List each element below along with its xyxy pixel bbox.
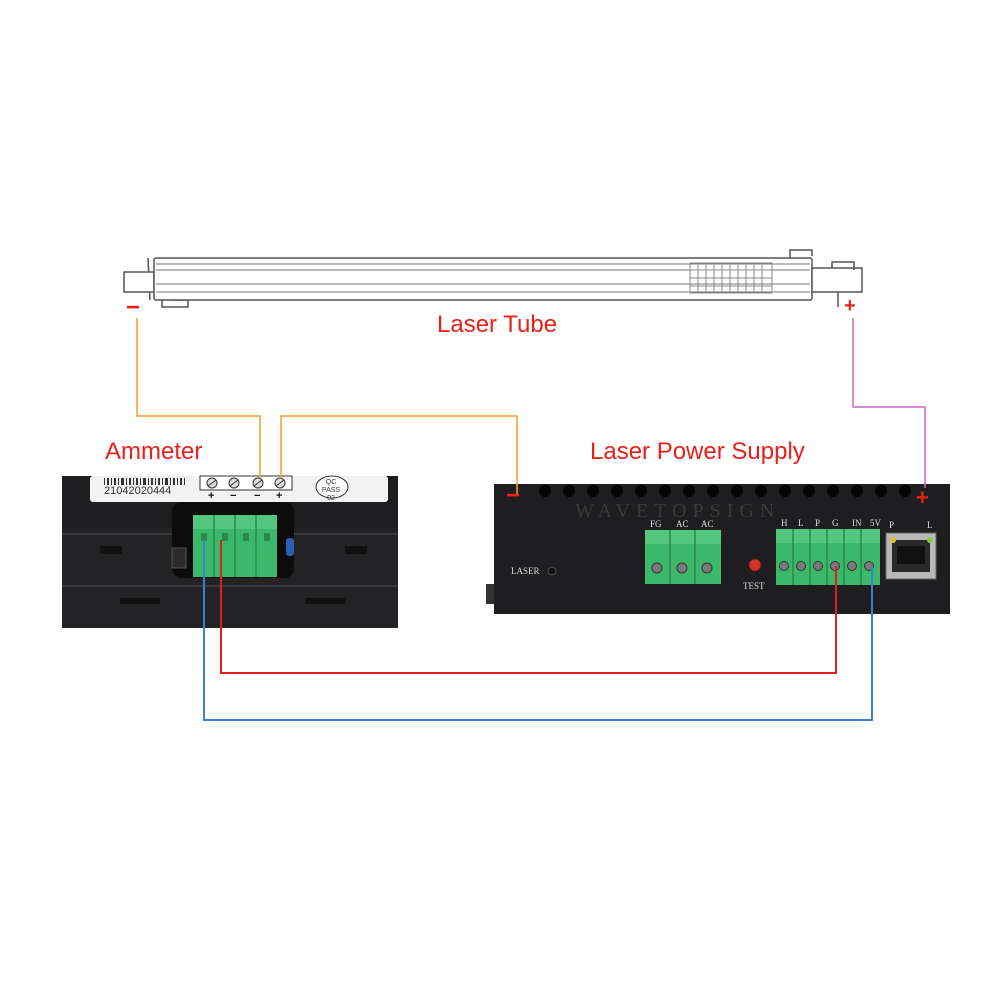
screw-icon: [847, 561, 857, 571]
power-supply-device: [486, 484, 950, 614]
tube-left-cap: [123, 271, 155, 293]
psu-watermark: WAVETOPSIGN: [575, 500, 781, 522]
ammeter-component: [171, 547, 187, 569]
pin-label-l: L: [798, 518, 804, 528]
tube-right-cap: [811, 267, 863, 293]
ammeter-slot: [100, 546, 122, 554]
screw-slot: [207, 479, 217, 487]
ammeter-slot: [345, 546, 367, 554]
port-label-p: P: [889, 520, 895, 530]
ammeter-capacitor: [286, 538, 294, 556]
pin-label-ac: AC: [701, 519, 714, 529]
tube-negative-sign: −: [126, 294, 141, 321]
terminal-top: [645, 530, 721, 544]
psu-vent-holes: [539, 485, 911, 497]
screw-icon: [651, 562, 663, 574]
wire-ammeter-to-psu-negative: [280, 415, 518, 494]
pass-badge-line: QC: [325, 479, 337, 486]
pass-badge: [315, 475, 349, 499]
laser-tube: [123, 249, 863, 308]
psu-positive-sign: +: [916, 485, 929, 510]
pin-label-h: H: [781, 518, 788, 528]
tube-cooling-coil: [689, 262, 773, 294]
psu-negative-sign: −: [506, 482, 521, 509]
pass-badge-line: 02: [327, 495, 335, 502]
pin-label-ac: AC: [676, 519, 689, 529]
laser-indicator-label: LASER: [511, 566, 540, 576]
ammeter-slot: [305, 598, 345, 604]
ammeter-terminal-mark: −: [230, 490, 237, 502]
terminal-hole: [201, 533, 207, 541]
screw-icon: [796, 561, 806, 571]
ammeter-terminal-mark: +: [208, 490, 215, 502]
screw-icon: [676, 562, 688, 574]
ammeter-slot: [120, 598, 160, 604]
port-label-l: L: [927, 520, 933, 530]
terminal-top: [776, 529, 880, 543]
pin-label-5v: 5V: [870, 518, 881, 528]
wire-ammeter-to-psu-5v: [203, 540, 873, 721]
screw-slot: [275, 479, 285, 487]
pin-label-fg: FG: [650, 519, 662, 529]
ammeter-terminal-mark: −: [254, 490, 261, 502]
ammeter-serial-number: 21042020444: [104, 485, 172, 497]
tube-right-clip: [831, 261, 855, 270]
tube-positive-sign: +: [844, 295, 856, 317]
wires: [136, 318, 926, 721]
terminal-hole: [243, 533, 249, 541]
pin-label-g: G: [832, 518, 839, 528]
laser-led-icon: [547, 566, 557, 576]
ammeter-barcode: [104, 478, 185, 485]
power-supply-label: Laser Power Supply: [590, 438, 805, 465]
laser-tube-label: Laser Tube: [437, 311, 558, 338]
pin-label-p: P: [815, 518, 821, 528]
ammeter-device: [62, 475, 398, 628]
ammeter-label: Ammeter: [105, 438, 203, 465]
terminal-hole: [264, 533, 270, 541]
screw-icon: [813, 561, 823, 571]
wire-ammeter-to-psu-g: [220, 540, 837, 674]
terminal-hole: [222, 533, 228, 541]
screw-icon: [701, 562, 713, 574]
pass-badge-text: QC PASS 02: [316, 479, 346, 503]
screw-slot: [229, 479, 239, 487]
screw-icon: [779, 561, 789, 571]
wire-tube-positive-to-psu: [852, 318, 926, 488]
rj45-contacts: [897, 546, 925, 564]
port-led-l-icon: [927, 537, 933, 543]
test-button[interactable]: [748, 558, 762, 572]
wire-tube-negative-to-ammeter: [136, 318, 261, 478]
ammeter-terminal-strip: [199, 475, 293, 491]
port-led-p-icon: [890, 537, 896, 543]
tube-right-hook: [789, 249, 813, 258]
pass-badge-line: PASS: [321, 487, 341, 494]
screw-slot: [253, 479, 263, 487]
test-button-label: TEST: [743, 581, 765, 591]
psu-foot: [486, 584, 494, 604]
pin-label-in: IN: [852, 518, 862, 528]
ammeter-terminal-mark: +: [276, 490, 283, 502]
